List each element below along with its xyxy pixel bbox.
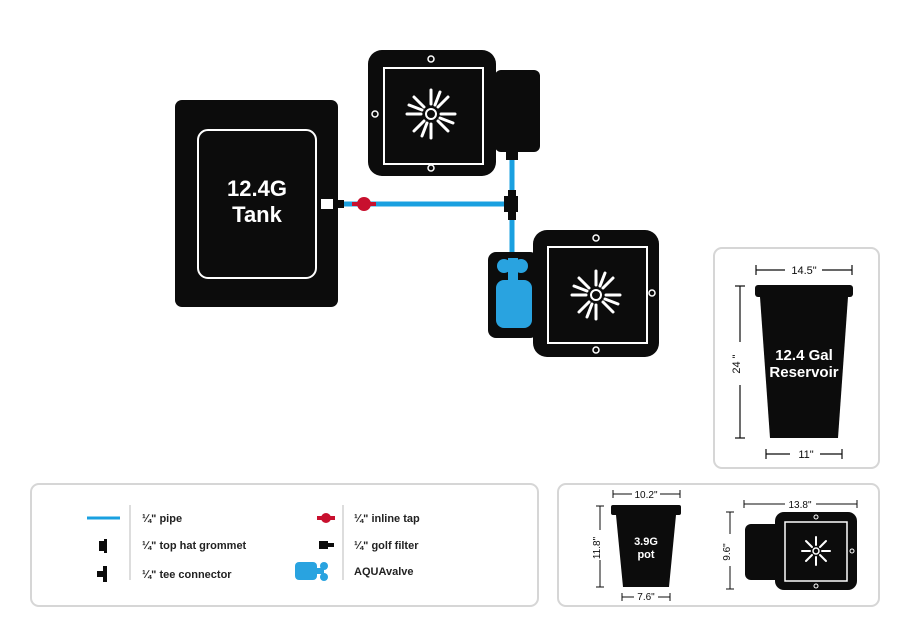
legend-label-tap: ¼" inline tap	[354, 513, 420, 525]
legend-tee-icon	[97, 566, 107, 582]
tee-connector-icon	[504, 190, 518, 220]
legend-label-tee: ¼" tee connector	[142, 569, 232, 581]
pot-height-label: 11.8"	[592, 536, 603, 559]
pot-dimensions-panel: 10.2" 11.8" 3.9G pot 7.6" 13.8" 9.6"	[557, 483, 880, 607]
aquavalve-icon	[496, 258, 532, 328]
pot-unit-bottom	[488, 230, 659, 357]
drain-icon	[405, 88, 457, 140]
legend-aquavalve-icon	[295, 562, 328, 581]
pot-label-line1: 3.9G	[634, 536, 658, 548]
legend-tap-icon	[317, 513, 335, 523]
tank: 12.4G Tank	[175, 100, 338, 307]
reservoir-label-line1: 12.4 Gal	[775, 347, 833, 364]
tray-width-label: 13.8"	[788, 500, 811, 511]
tray-height-label: 9.6"	[722, 543, 733, 561]
reservoir-base-label: 11"	[798, 449, 813, 461]
reservoir-panel: 14.5" 24 " 12.4 Gal Reservoir 11"	[713, 247, 880, 469]
pot-unit-top	[368, 50, 540, 176]
tank-label-line1: 12.4G	[227, 176, 287, 201]
legend-grommet-icon	[99, 539, 107, 553]
reservoir-width-label: 14.5"	[791, 265, 816, 277]
tank-label-line2: Tank	[232, 202, 282, 227]
pot-top-label: 10.2"	[634, 490, 657, 501]
tray-icon	[745, 512, 857, 590]
legend-filter-icon	[319, 541, 334, 549]
legend-label-grommet: ¼" top hat grommet	[142, 540, 247, 552]
top-hat-grommet-icon	[506, 150, 518, 160]
legend-label-filter: ¼" golf filter	[354, 540, 419, 552]
legend-panel: ¼" pipe ¼" top hat grommet ¼" tee connec…	[30, 483, 539, 607]
golf-filter-icon	[319, 197, 344, 211]
legend-label-pipe: ¼" pipe	[142, 513, 182, 525]
reservoir-label-line2: Reservoir	[769, 364, 838, 381]
pot-label-line2: pot	[637, 549, 654, 561]
pot-base-label: 7.6"	[637, 592, 655, 603]
reservoir-height-label: 24 "	[731, 354, 743, 373]
legend-label-aquavalve: AQUAvalve	[354, 566, 414, 578]
